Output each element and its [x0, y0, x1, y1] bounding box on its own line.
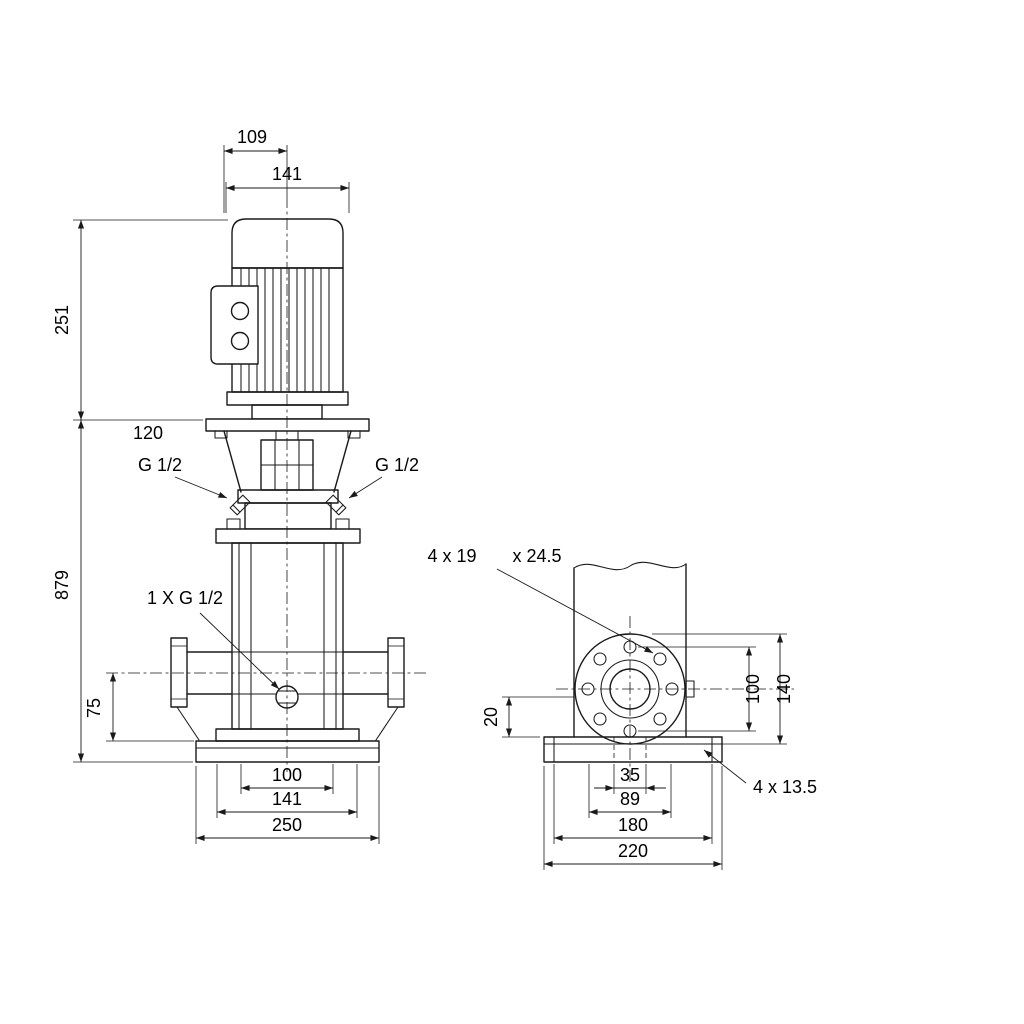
gauge-port-left-fitting [229, 494, 251, 516]
dim-base-plate-thickness: 20 [481, 707, 501, 727]
dim-base-hole-pitch-large: 89 [620, 789, 640, 809]
side-flanges [170, 637, 405, 741]
dim-base-hole-span: 180 [618, 815, 648, 835]
dim-motor-height: 251 [52, 305, 72, 335]
pump-head [215, 489, 361, 544]
motor-stool-coupling [205, 418, 370, 493]
side-view: 4 x 19 x 24.5 20 100 140 35 [427, 546, 817, 870]
dim-pump-height: 879 [52, 570, 72, 600]
motor-terminal-box [210, 285, 259, 365]
side-dimensions: 4 x 19 x 24.5 20 100 140 35 [427, 546, 817, 870]
dim-base-width: 250 [272, 815, 302, 835]
front-centerlines [106, 196, 428, 772]
dim-base-depth: 220 [618, 841, 648, 861]
dim-sleeve-diameter: 141 [272, 789, 302, 809]
dim-flange-outer-diameter: 140 [774, 674, 794, 704]
dim-motor-width: 141 [272, 164, 302, 184]
dim-bolt-circle-diameter: 100 [743, 674, 763, 704]
dim-base-hole-pitch-small: 35 [620, 765, 640, 785]
dim-inner-diameter: 100 [272, 765, 302, 785]
motor-outline [210, 218, 349, 420]
gauge-port-right-fitting [325, 494, 347, 516]
label-gauge-port-right: G 1/2 [375, 455, 419, 475]
motor-fins [240, 267, 330, 393]
dim-port-centerline-height: 75 [84, 698, 104, 718]
label-gauge-port-left: G 1/2 [138, 455, 182, 475]
label-drain-port: 1 X G 1/2 [147, 588, 223, 608]
dim-motor-face-to-center: 109 [237, 127, 267, 147]
label-base-holes: 4 x 13.5 [753, 777, 817, 797]
column [573, 561, 687, 738]
side-centerlines [556, 616, 794, 782]
label-flange-holes: 4 x 19 [427, 546, 476, 566]
pump-base-front [195, 728, 380, 763]
front-view: 109 141 251 120 879 75 100 [52, 127, 428, 844]
label-flange-counterbore: x 24.5 [512, 546, 561, 566]
front-dimensions: 109 141 251 120 879 75 100 [52, 127, 419, 844]
dim-coupling-height: 120 [133, 423, 163, 443]
